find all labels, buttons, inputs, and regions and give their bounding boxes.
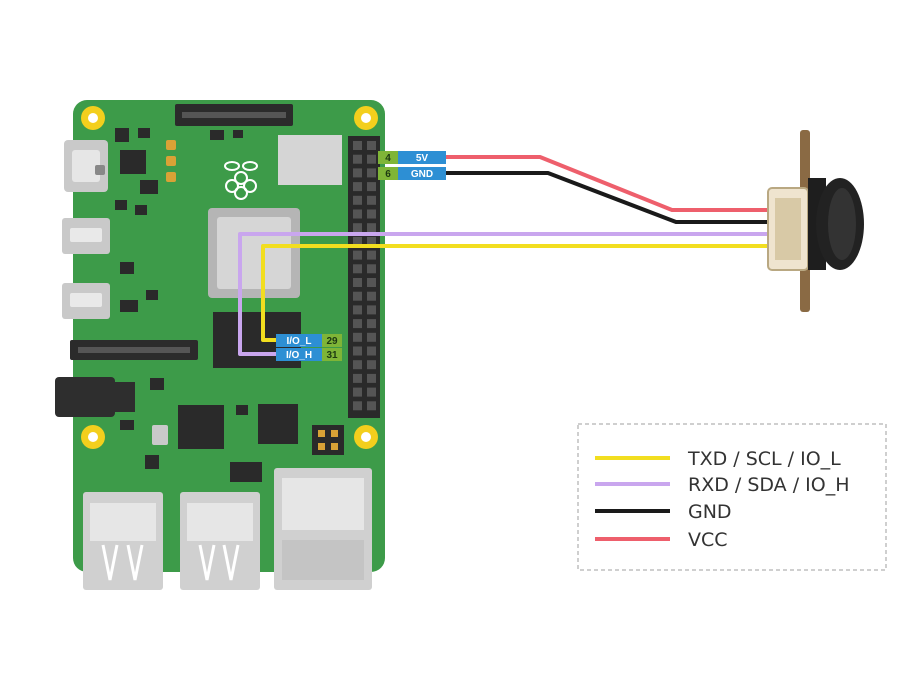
wire-rxd: [238, 232, 795, 356]
gpio-pin: [367, 373, 376, 383]
gpio-pin: [367, 332, 376, 342]
gpio-pin: [353, 182, 362, 192]
gpio-pin: [367, 319, 376, 329]
gpio-pin: [353, 236, 362, 246]
legend-label: RXD / SDA / IO_H: [688, 474, 850, 496]
ethernet-port: [274, 468, 372, 590]
audio-jack: [55, 377, 115, 417]
gpio-pin: [367, 209, 376, 219]
pin-label-31: I/O_H 31: [276, 348, 342, 361]
wire-txd: [261, 244, 795, 342]
gpio-pin: [353, 291, 362, 301]
gpio-pin: [353, 401, 362, 411]
gpio-pin: [367, 346, 376, 356]
poe-header: [312, 425, 344, 455]
usb-port-1: [83, 492, 163, 590]
gpio-pin: [353, 264, 362, 274]
usb-port-2: [180, 492, 260, 590]
gpio-pin: [353, 387, 362, 397]
legend-label: GND: [688, 501, 732, 523]
wifi-module: [278, 135, 342, 185]
pin-number: 6: [385, 169, 391, 180]
ethernet-chip: [258, 404, 298, 444]
gpio-pin: [353, 250, 362, 260]
gpio-pin: [367, 168, 376, 178]
pin-label-6: 6 GND: [378, 167, 446, 180]
pin-labels-bottom: I/O_L 29 I/O_H 31: [276, 334, 342, 361]
legend-label: TXD / SCL / IO_L: [687, 448, 841, 470]
gpio-pin: [367, 195, 376, 205]
gpio-pin: [367, 360, 376, 370]
legend-item-vcc: VCC: [595, 529, 728, 551]
pin-label-4: 4 5V: [378, 151, 446, 164]
gpio-pin: [353, 195, 362, 205]
gpio-pin: [367, 264, 376, 274]
pin-label-29: I/O_L 29: [276, 334, 342, 347]
gpio-pin: [367, 154, 376, 164]
pin-name: I/O_L: [286, 336, 311, 347]
gpio-pin: [367, 401, 376, 411]
gpio-pin: [367, 141, 376, 150]
gpio-pin: [367, 278, 376, 287]
gpio-pin: [367, 305, 376, 315]
pin-labels-top: 4 5V 6 GND: [378, 151, 446, 180]
gpio-pin: [353, 346, 362, 356]
legend-item-rxd: RXD / SDA / IO_H: [595, 474, 850, 496]
sensor-device: [767, 130, 864, 312]
gpio-pin: [367, 250, 376, 260]
raspberry-logo-icon: [224, 161, 258, 200]
gpio-pin: [353, 141, 362, 150]
legend-item-txd: TXD / SCL / IO_L: [595, 448, 841, 470]
raspberry-pi-board: [55, 100, 385, 590]
legend-label: VCC: [688, 529, 728, 551]
pin-name: 5V: [416, 153, 429, 164]
wire-vcc: [446, 155, 795, 212]
pin-name: I/O_H: [286, 350, 312, 361]
gpio-pin: [353, 278, 362, 287]
gpio-header: [348, 136, 380, 418]
legend-item-gnd: GND: [595, 501, 732, 523]
pin-number: 4: [385, 153, 391, 164]
gpio-pin: [353, 360, 362, 370]
gpio-pin: [367, 223, 376, 233]
gpio-pin: [367, 236, 376, 246]
gpio-pin: [353, 305, 362, 315]
gpio-pin: [353, 319, 362, 329]
gpio-pin: [367, 387, 376, 397]
gpio-pin: [353, 168, 362, 178]
gpio-pin: [353, 332, 362, 342]
mounting-holes: [81, 106, 378, 449]
usb-controller-chip: [178, 405, 224, 449]
pin-number: 29: [326, 336, 338, 347]
gpio-pin: [353, 373, 362, 383]
pin-name: GND: [411, 169, 433, 180]
gpio-pin: [353, 223, 362, 233]
gpio-pin: [353, 154, 362, 164]
gpio-pin: [353, 209, 362, 219]
gpio-pin: [367, 291, 376, 301]
wires: [238, 155, 795, 356]
pin-number: 31: [326, 350, 338, 361]
wire-gnd: [446, 171, 795, 224]
legend: TXD / SCL / IO_L RXD / SDA / IO_H GND VC…: [577, 423, 887, 571]
legend-box: [577, 423, 887, 571]
gpio-pin: [367, 182, 376, 192]
